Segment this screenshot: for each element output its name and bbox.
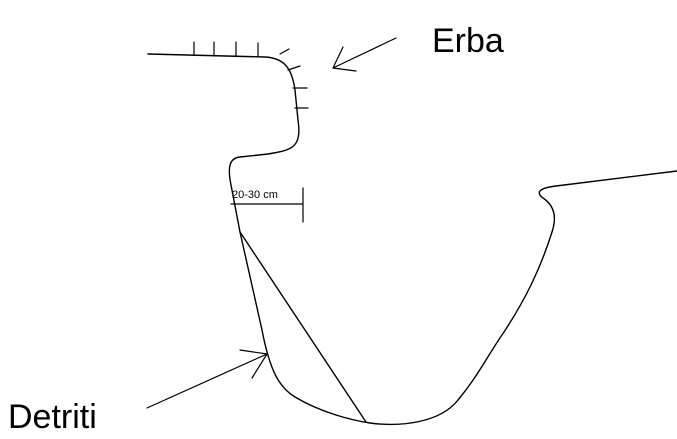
debris-label: Detriti bbox=[8, 398, 97, 436]
debris-arrow-shaft bbox=[147, 354, 267, 408]
trench-profile-line bbox=[148, 54, 677, 424]
grass-label: Erba bbox=[432, 22, 504, 60]
grass-tick bbox=[280, 49, 289, 54]
grass-tick bbox=[288, 66, 300, 70]
grass-arrow bbox=[333, 38, 396, 71]
measurement-marker: 20-30 cm bbox=[231, 188, 303, 222]
grass-arrow-shaft bbox=[333, 38, 396, 68]
debris-slope-line bbox=[240, 232, 366, 422]
measurement-label: 20-30 cm bbox=[232, 189, 278, 201]
debris-arrow bbox=[147, 350, 267, 408]
